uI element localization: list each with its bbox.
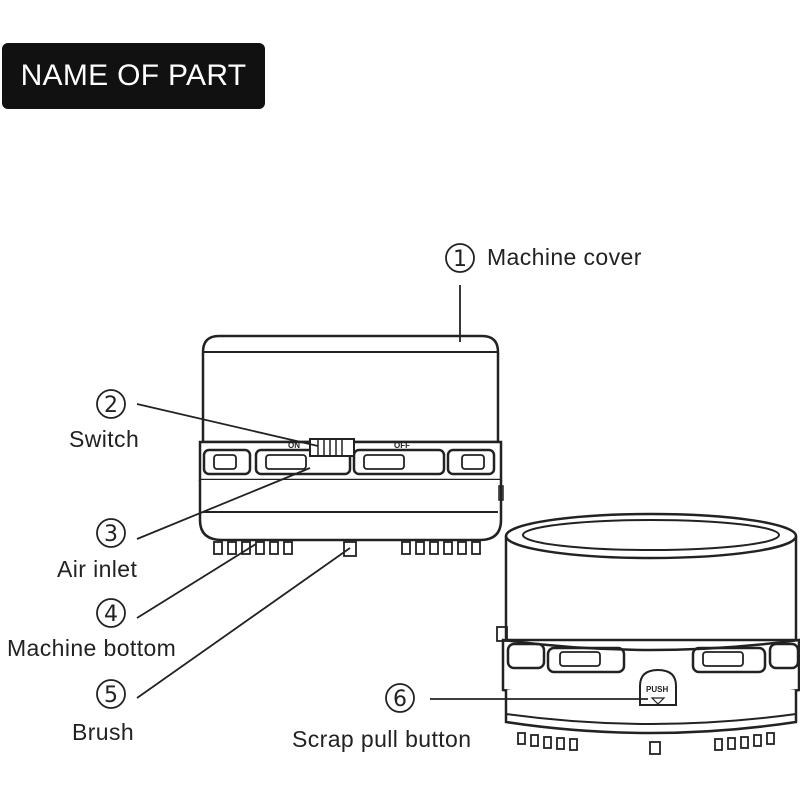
callout-circle-3 — [96, 518, 126, 548]
part-label-switch: Switch — [69, 426, 139, 452]
callout-circle-2 — [96, 389, 126, 419]
callout-number-3: 3 — [104, 522, 118, 547]
push-label: PUSH — [646, 685, 668, 694]
callout-5: 5 Brush — [72, 679, 134, 745]
part-label-brush: Brush — [72, 719, 134, 745]
callout-4: 4 Machine bottom — [7, 598, 176, 661]
callout-number-1: 1 — [453, 247, 467, 272]
callout-1: 1 Machine cover — [445, 243, 642, 273]
callout-number-2: 2 — [104, 393, 118, 418]
front-view-vacuum — [198, 334, 504, 557]
title-badge: NAME OF PART — [2, 43, 265, 109]
page-title: NAME OF PART — [20, 59, 247, 92]
callout-number-5: 5 — [104, 683, 118, 708]
switch-on-label: ON — [288, 441, 300, 450]
part-label-machine-cover: Machine cover — [487, 244, 642, 270]
switch-off-label: OFF — [394, 441, 410, 450]
callout-3: 3 Air inlet — [57, 518, 138, 582]
callout-circle-4 — [96, 598, 126, 628]
callout-number-4: 4 — [104, 602, 118, 627]
callout-6: 6 Scrap pull button — [292, 683, 471, 752]
part-label-machine-bottom: Machine bottom — [7, 635, 176, 661]
callout-circle-6 — [385, 683, 415, 713]
callout-circle-5 — [96, 679, 126, 709]
leader-line-4 — [136, 543, 257, 619]
part-label-scrap-pull-button: Scrap pull button — [292, 726, 471, 752]
leader-line-5 — [136, 547, 351, 699]
leader-line-2 — [136, 403, 319, 447]
callout-circle-1 — [445, 243, 475, 273]
leader-lines — [136, 285, 648, 700]
angled-view-vacuum: PUSH — [496, 512, 800, 755]
part-label-air-inlet: Air inlet — [57, 556, 138, 582]
leader-line-3 — [136, 467, 311, 540]
callout-2: 2 Switch — [69, 389, 139, 452]
callout-number-6: 6 — [393, 687, 407, 712]
